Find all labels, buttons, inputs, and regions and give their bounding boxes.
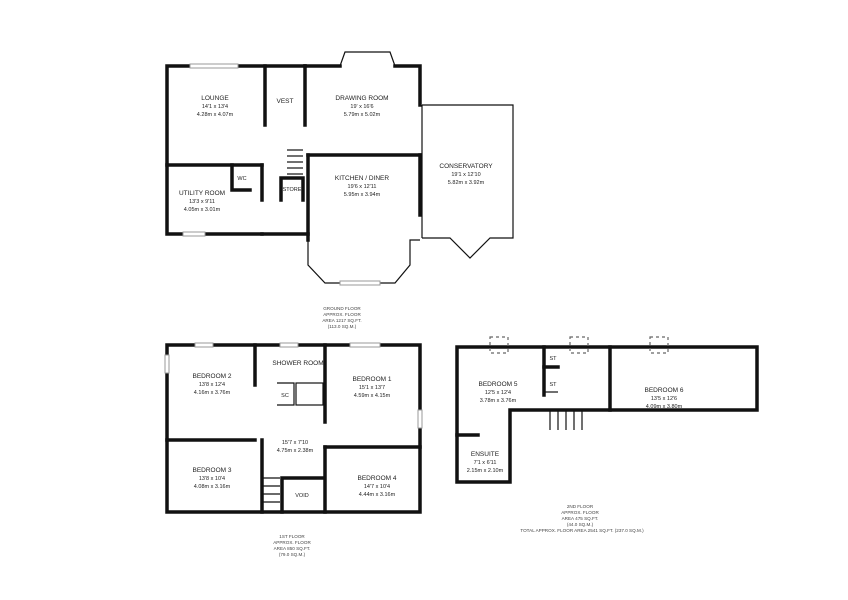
floor-caption: 2ND FLOOR [567,504,594,509]
room-dimensions-imperial: 14'7 x 10'4 [364,484,390,490]
floor-caption: 1ST FLOOR [279,534,305,539]
room-dimensions-metric: 4.16m x 3.76m [194,390,231,396]
room-dimensions-metric: 5.79m x 5.02m [344,112,381,118]
room-name: BEDROOM 5 [478,381,517,388]
room-dimensions-metric: 4.44m x 3.16m [359,492,396,498]
second-floor-plan: BEDROOM 5 12'5 x 12'4 3.78m x 3.76m ST S… [455,336,759,533]
room-dimensions-metric: 4.09m x 3.80m [646,404,683,410]
room-name: VOID [295,493,308,499]
room-dimensions-metric: 4.05m x 3.01m [184,207,221,213]
room-name: CONSERVATORY [439,163,493,170]
floor-caption: APPROX. FLOOR [561,510,599,515]
room-name: SC [281,393,289,399]
room-dimensions-imperial: 13'5 x 12'6 [651,396,677,402]
room-name: STORE [283,187,302,193]
floor-caption: AREA 850 SQ.FT. [274,546,311,551]
room-name: ST [549,382,557,388]
floor-caption: APPROX. FLOOR [273,540,311,545]
room-dimensions-metric: 4.75m x 2.38m [277,448,314,454]
room-name: VEST [277,98,294,105]
room-dimensions-metric: 5.95m x 3.94m [344,192,381,198]
skylight-icon [489,336,669,354]
room-dimensions-metric: 3.78m x 3.76m [480,398,517,404]
floor-caption: (113.0 SQ.M.) [328,324,357,329]
room-dimensions-imperial: 14'1 x 13'4 [202,104,228,110]
room-name: WC [237,176,246,182]
room-dimensions-imperial: 12'5 x 12'4 [485,390,511,396]
room-name: UTILITY ROOM [179,190,225,197]
floor-caption: (79.0 SQ.M.) [279,552,306,557]
room-name: DRAWING ROOM [335,95,388,102]
room-name: ENSUITE [471,451,500,458]
room-dimensions-imperial: 15'7 x 7'10 [282,440,308,446]
room-name: BEDROOM 4 [357,475,396,482]
room-name: LOUNGE [201,95,229,102]
room-dimensions-imperial: 19'1 x 12'10 [451,172,480,178]
room-name: BEDROOM 2 [192,373,231,380]
room-dimensions-imperial: 19'6 x 12'11 [348,184,377,190]
room-dimensions-imperial: 19' x 16'6 [350,104,373,110]
room-name: BEDROOM 3 [192,467,231,474]
first-floor-plan: BEDROOM 2 13'8 x 12'4 4.16m x 3.76m SHOW… [164,342,423,557]
room-dimensions-metric: 4.08m x 3.16m [194,484,231,490]
room-dimensions-imperial: 13'3 x 9'11 [189,199,215,205]
room-dimensions-imperial: 15'1 x 13'7 [359,385,385,391]
floor-caption: AREA 1217 SQ.FT. [322,318,361,323]
room-name: SHOWER ROOM [272,360,323,367]
room-name: ST [549,356,557,362]
floor-caption: (44.0 SQ.M.) [567,522,594,527]
room-dimensions-metric: 2.15m x 2.10m [467,468,504,474]
room-dimensions-metric: 5.82m x 3.92m [448,180,485,186]
room-dimensions-imperial: 13'8 x 10'4 [199,476,225,482]
room-dimensions-imperial: 13'8 x 12'4 [199,382,225,388]
floor-caption: GROUND FLOOR [323,306,361,311]
ground-floor-plan: LOUNGE 14'1 x 13'4 4.28m x 4.07m VEST DR… [165,51,514,329]
room-name: BEDROOM 1 [352,376,391,383]
room-name: KITCHEN / DINER [335,175,389,182]
room-name: BEDROOM 6 [644,387,683,394]
total-floor-area: TOTAL APPROX. FLOOR AREA 2541 SQ.FT. (23… [520,528,644,533]
room-dimensions-metric: 4.59m x 4.15m [354,393,391,399]
room-dimensions-metric: 4.28m x 4.07m [197,112,234,118]
floor-caption: APPROX. FLOOR [323,312,361,317]
floor-caption: AREA 475 SQ.FT. [562,516,599,521]
room-dimensions-imperial: 7'1 x 6'11 [474,460,497,466]
